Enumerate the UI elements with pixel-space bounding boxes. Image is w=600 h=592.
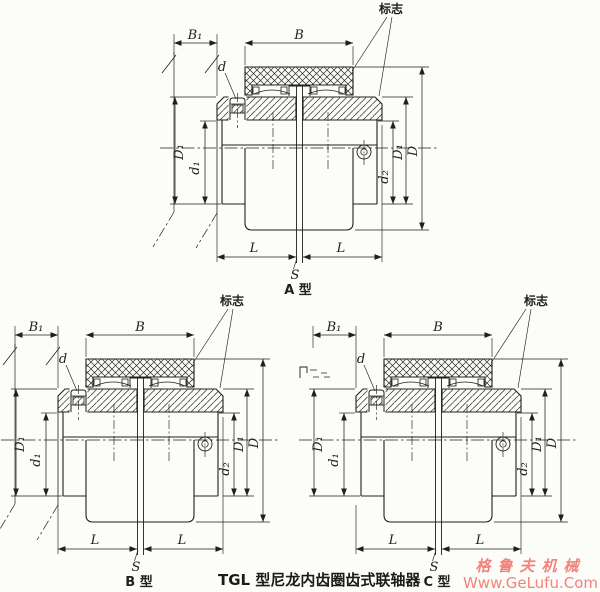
figure-caption: TGL 型尼龙内齿圈齿式联轴器 [218, 571, 421, 589]
dim-b-label: B [134, 320, 145, 335]
coupling-section-drawing [1, 309, 279, 561]
dim-d1-label: d₁ [188, 161, 203, 175]
dim-d2-label: d₂ [218, 462, 233, 476]
mark-callout-label: 标志 [219, 293, 244, 308]
view-b-title: B 型 [125, 574, 152, 590]
dim-d1-label: d₁ [327, 453, 342, 467]
view-c-title: C 型 [423, 574, 450, 590]
dim-D-label: D [247, 437, 262, 449]
mark-callout-label: 标志 [523, 293, 548, 308]
watermark: 格鲁夫机械 Www.GeLufu.Com [463, 558, 598, 591]
dim-D1-right-label: D₁ [391, 144, 406, 161]
dim-S-label: S [430, 560, 439, 575]
dim-D-label: D [406, 145, 421, 157]
dim-d-label: d [59, 352, 67, 367]
coupling-section-drawing [160, 17, 438, 269]
dim-b-label: B [293, 28, 304, 43]
dim-b1-label: B₁ [187, 28, 203, 43]
dim-L-left-label: L [388, 533, 398, 548]
dim-D1-right-label: D₁ [530, 436, 545, 453]
watermark-company: 格鲁夫机械 [475, 557, 586, 575]
dim-L-right-label: L [177, 533, 187, 548]
coupling-view-a: B₁ B 标志 d D₁ d₁ d₂ D₁ D L L S A 型 [152, 1, 455, 298]
coupling-section-drawing [299, 309, 577, 561]
dim-D1-right-label: D₁ [232, 436, 247, 453]
dim-d-label: d [357, 352, 365, 367]
coupling-view-c: B₁ B 标志 d D₁ d₁ d₂ D₁ D L L S C 型 [284, 293, 594, 590]
dim-d2-label: d₂ [516, 462, 531, 476]
dim-S-label: S [291, 268, 300, 283]
dim-S-label: S [132, 560, 141, 575]
dim-d1-label: d₁ [29, 453, 44, 467]
dim-b1-label: B₁ [28, 320, 44, 335]
view-a-title: A 型 [284, 282, 312, 298]
mark-callout-label: 标志 [378, 1, 403, 16]
shaft-break-lines [0, 343, 61, 541]
dim-D1-left-label: D₁ [13, 436, 28, 453]
dim-L-right-label: L [475, 533, 485, 548]
dim-D1-left-label: D₁ [172, 144, 187, 161]
dim-d-label: d [218, 60, 226, 75]
dim-D1-left-label: D₁ [311, 436, 326, 453]
dim-D-label: D [545, 437, 560, 449]
dim-b-label: B [432, 320, 443, 335]
dim-L-left-label: L [249, 241, 259, 256]
coupling-view-b: B₁ B 标志 d D₁ d₁ d₂ D₁ D L L S B 型 [0, 293, 296, 590]
dim-L-left-label: L [90, 533, 100, 548]
dim-d2-label: d₂ [377, 170, 392, 184]
dim-b1-label: B₁ [326, 320, 342, 335]
stepped-break-symbol [299, 366, 331, 379]
dim-L-right-label: L [336, 241, 346, 256]
watermark-url: Www.GeLufu.Com [462, 573, 598, 592]
